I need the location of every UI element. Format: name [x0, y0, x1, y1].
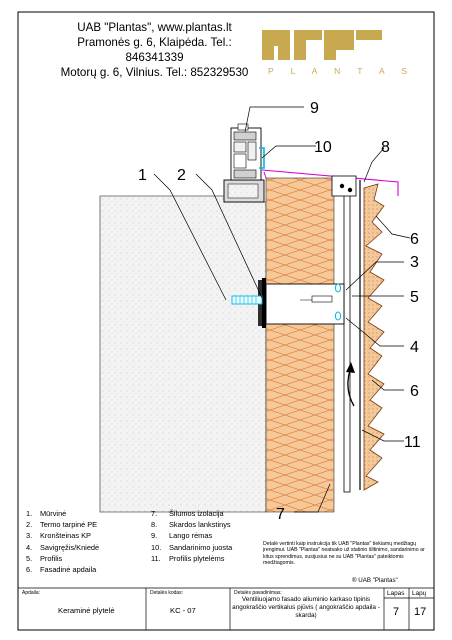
rivet-a: [334, 283, 342, 293]
sheet-frame: [17, 11, 435, 631]
copyright: ® UAB "Plantas": [352, 577, 398, 584]
vertical-profile: [343, 181, 351, 493]
metal-flashing: [261, 169, 399, 196]
thermal-insulation: [265, 177, 335, 513]
legend-item: 10.Sandarinimo juosta: [151, 542, 233, 552]
disclaimer-note: Detalė vertintі kaip instrukcija tik UAB…: [263, 541, 425, 567]
code-label: Detalės kodas:: [150, 590, 184, 596]
legend-right: 7.Šilumos izolacija 8.Skardos lankstinys…: [151, 508, 232, 564]
sheet-count: 17: [414, 606, 427, 618]
legend-item: 7.Šilumos izolacija: [151, 509, 224, 518]
callout-2: 2: [177, 167, 186, 184]
window-frame: [230, 123, 262, 181]
legend-item: 2.Termo tarpinė PE: [26, 520, 98, 530]
callout-9: 9: [310, 100, 319, 117]
address-klaipeda: Pramonės g. 6, Klaipėda. Tel.: 846341339: [77, 36, 232, 64]
airflow-arrow: [347, 369, 355, 407]
company-header: UAB "Plantas", www.plantas.lt Pramonės g…: [52, 20, 257, 80]
rivet-top-b: [347, 187, 353, 193]
name-value: Ventiliuojamo fasado aliuminio karkaso t…: [232, 596, 380, 619]
ceramic-tiles: [363, 183, 385, 491]
legend-item: 9.Lango rėmas: [151, 531, 213, 541]
masonry-wall: [99, 195, 267, 513]
logo-word: P L A N T A S: [268, 66, 415, 76]
title-block-grid: [18, 587, 434, 630]
callout-11: 11: [404, 434, 421, 451]
apdaila-label: Apdaila:: [22, 590, 41, 596]
callout-6-bottom: 6: [410, 383, 419, 400]
callout-5: 5: [410, 289, 419, 306]
callout-1: 1: [138, 167, 147, 184]
callout-10: 10: [314, 139, 332, 156]
legend-item: 4.Savigręžis/Kniedė: [26, 542, 100, 552]
rivet-top-a: [339, 183, 345, 189]
leader-lines: [153, 106, 411, 513]
legend-item: 1.Mūrvinė: [26, 509, 67, 518]
sheets-label: Lapų: [412, 590, 427, 597]
bracket-kp: [262, 278, 345, 328]
sealing-tape: [259, 147, 265, 169]
callout-7: 7: [276, 506, 285, 523]
airflow-arrowhead: [346, 362, 355, 373]
legend-item: 6.Fasadinė apdaila: [26, 565, 97, 575]
sheet-label: Lapas: [387, 590, 405, 597]
legend-item: 8.Skardos lankstinys: [151, 520, 231, 530]
plantas-logo: [262, 30, 382, 60]
apdaila-value: Keraminė plytelė: [58, 606, 115, 615]
callout-3: 3: [410, 254, 419, 271]
legend-item: 5.Profilis: [26, 553, 63, 563]
name-label: Detalės pavadinimas:: [234, 590, 282, 596]
rivet-b: [334, 311, 342, 321]
legend-item: 3.Kronšteinas KP: [26, 531, 91, 541]
sheet-number: 7: [393, 606, 400, 618]
company-line: UAB "Plantas", www.plantas.lt: [77, 21, 232, 34]
legend-item: 11.Profilis plytelėms: [151, 553, 225, 563]
callout-8: 8: [381, 139, 390, 156]
address-vilnius: Motorų g. 6, Vilnius. Tel.: 852329530: [60, 66, 249, 79]
sill-inner: [227, 183, 259, 199]
callout-4: 4: [410, 339, 419, 356]
flashing-fold: [263, 171, 267, 179]
wall-anchor: [231, 295, 263, 305]
code-value: KC - 07: [170, 606, 196, 615]
callout-6-top: 6: [410, 231, 419, 248]
legend-left: 1.Mūrvinė 2.Termo tarpinė PE 3.Kronštein…: [26, 508, 99, 575]
